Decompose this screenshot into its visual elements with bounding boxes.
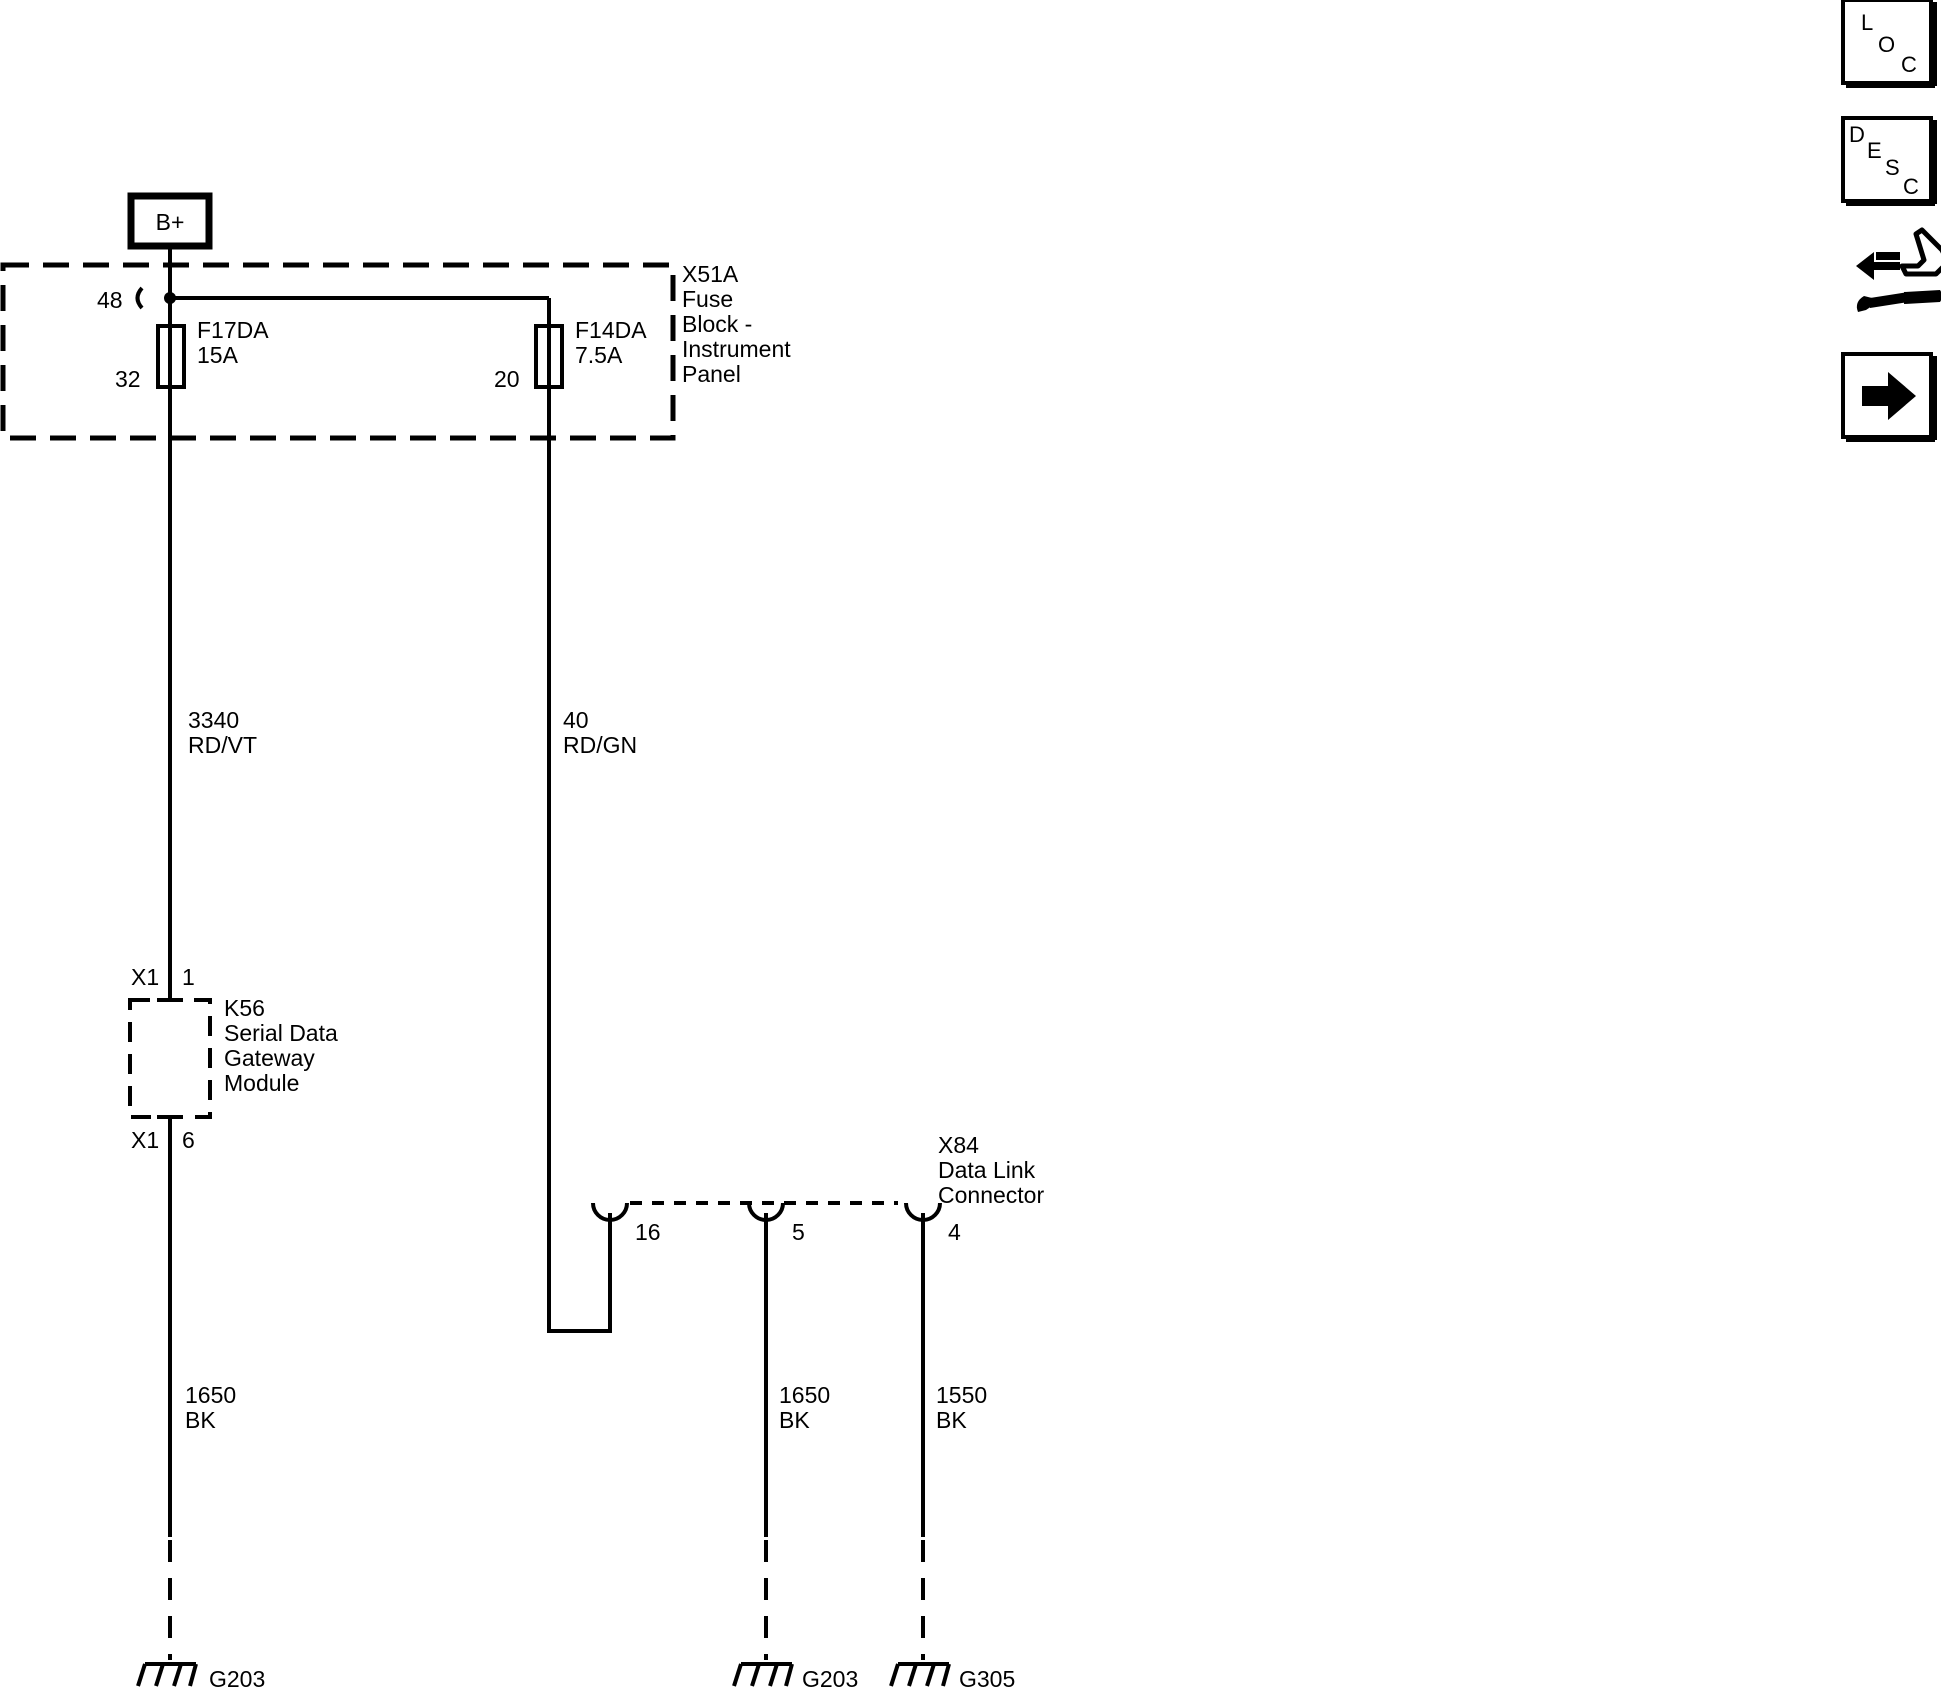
wire-1650-dlc-color: BK: [779, 1407, 810, 1433]
fuse-f14da-rating: 7.5A: [575, 342, 623, 368]
fuse-f17da-name: F17DA: [197, 317, 269, 343]
connector-repair-button[interactable]: [1856, 227, 1941, 312]
wire-1650-dlc-circuit: 1650: [779, 1382, 830, 1408]
fuse-block-desc-line: Block -: [682, 311, 752, 337]
module-k56: X1 1 K56 Serial Data Gateway Module X1 6: [128, 964, 338, 1153]
dlc-pin: 4: [948, 1219, 961, 1245]
desc-icon-letter: D: [1849, 122, 1865, 147]
wire-40: [547, 387, 612, 1333]
loc-icon-letter: O: [1878, 32, 1895, 57]
wire-1550-circuit: 1550: [936, 1382, 987, 1408]
battery-label: B+: [156, 209, 185, 235]
module-id: K56: [224, 995, 265, 1021]
fuse-f14da-pin: 20: [494, 366, 520, 392]
module-desc-line: Serial Data: [224, 1020, 338, 1046]
wire-3340-color: RD/VT: [188, 732, 257, 758]
dlc-x84: X84 Data Link Connector 16 5 4: [591, 1132, 1044, 1245]
ground-label: G203: [209, 1666, 265, 1687]
wire-40-color: RD/GN: [563, 732, 637, 758]
loc-icon-letter: L: [1861, 10, 1873, 35]
desc-icon-letter: C: [1903, 174, 1919, 199]
desc-icon-letter: S: [1885, 155, 1900, 180]
fuse-f17da-rating: 15A: [197, 342, 239, 368]
desc-icon-letter: E: [1867, 138, 1882, 163]
wire-3340-circuit: 3340: [188, 707, 239, 733]
arrow-right-icon: [1862, 372, 1916, 420]
connector-repair-icon: [1856, 227, 1941, 312]
fuse-block-input-pin: 48: [97, 287, 123, 313]
loc-button[interactable]: L O C: [1841, 0, 1937, 88]
pin-48-connector-icon: [135, 286, 144, 310]
module-top-connector: X1: [131, 964, 159, 990]
dlc-desc-line: Connector: [938, 1182, 1044, 1208]
dlc-pin: 5: [792, 1219, 805, 1245]
next-button[interactable]: [1841, 352, 1937, 442]
loc-icon-letter: C: [1901, 52, 1917, 77]
ground-label: G305: [959, 1666, 1015, 1687]
module-top-pin: 1: [182, 964, 195, 990]
wire-1550-color: BK: [936, 1407, 967, 1433]
module-bottom-connector: X1: [131, 1127, 159, 1153]
module-desc-line: Gateway: [224, 1045, 315, 1071]
fuse-block-id: X51A: [682, 261, 739, 287]
fuse-block-desc-line: Instrument: [682, 336, 791, 362]
ground-g305-icon: [889, 1662, 951, 1687]
desc-button[interactable]: D E S C: [1841, 116, 1937, 206]
wire-40-circuit: 40: [563, 707, 589, 733]
fuse-block-outline: [0, 262, 676, 441]
fuse-block-desc-line: Panel: [682, 361, 741, 387]
ground-g203-module-icon: [136, 1662, 198, 1687]
ground-g203-dlc-icon: [732, 1662, 794, 1687]
fuse-f14da: F14DA 7.5A 20: [494, 317, 647, 392]
wire-1650-color: BK: [185, 1407, 216, 1433]
wire-1650-circuit: 1650: [185, 1382, 236, 1408]
fuse-f17da-pin: 32: [115, 366, 141, 392]
dlc-id: X84: [938, 1132, 979, 1158]
module-desc-line: Module: [224, 1070, 299, 1096]
dlc-pin: 16: [635, 1219, 661, 1245]
fuse-f17da: F17DA 15A 32: [115, 317, 269, 392]
splice-dot: [164, 292, 176, 304]
fuse-block-desc-line: Fuse: [682, 286, 733, 312]
ground-label: G203: [802, 1666, 858, 1687]
dlc-desc-line: Data Link: [938, 1157, 1036, 1183]
battery-power-source: B+: [127, 192, 213, 250]
fuse-f14da-name: F14DA: [575, 317, 647, 343]
fuse-block-label: X51A Fuse Block - Instrument Panel: [682, 261, 791, 387]
module-bottom-pin: 6: [182, 1127, 195, 1153]
